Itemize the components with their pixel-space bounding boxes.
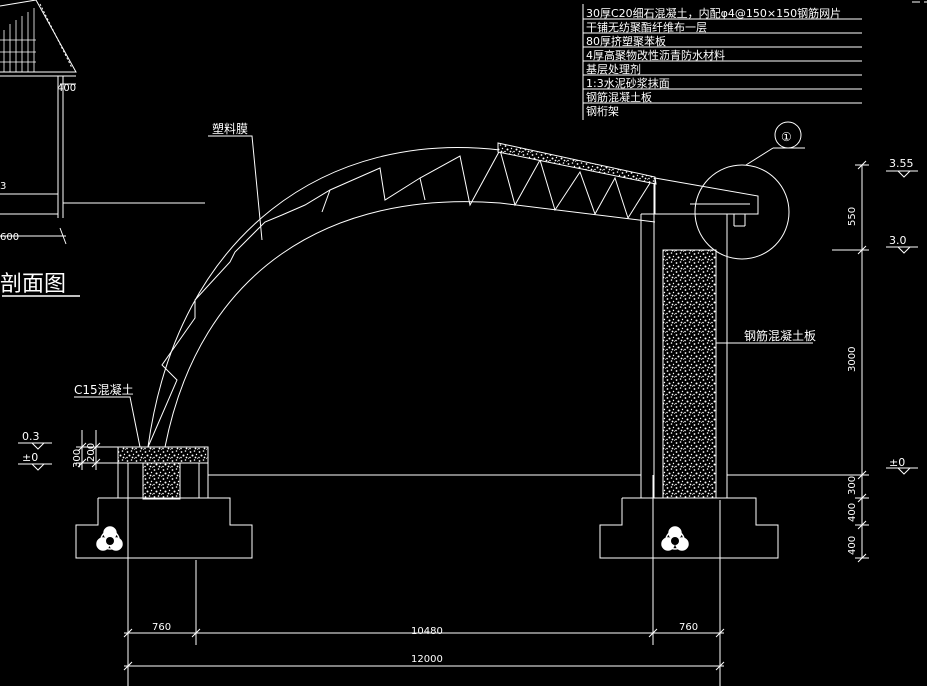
legend-layer-4: 4厚高聚物改性沥青防水材料: [586, 48, 725, 62]
elevation-0-3-left: 0.3: [22, 430, 40, 443]
inset-dimension-600: 600: [0, 232, 19, 243]
legend-layer-6: 1:3水泥砂浆抹面: [586, 76, 670, 90]
rc-slab-wall: [662, 249, 717, 499]
dim-550: 550: [847, 207, 858, 226]
dim-3000: 3000: [847, 347, 858, 372]
dim-200-left: 200: [86, 443, 97, 462]
left-footing: [75, 446, 253, 559]
plastic-film-label: 塑料膜: [212, 121, 248, 136]
dim-760-right: 760: [679, 622, 698, 633]
dim-400-b: 400: [847, 536, 858, 555]
rc-slab-label: 钢筋混凝土板: [744, 328, 816, 343]
legend-layer-8: 钢桁架: [586, 104, 619, 118]
detail-callout: [694, 121, 805, 260]
elevation-0-left: ±0: [22, 451, 38, 464]
leaders: [74, 135, 813, 448]
detail-mark-label: ①: [781, 130, 792, 144]
left-elevation-markers: [18, 430, 118, 471]
inset-building: [0, 0, 205, 297]
bottom-dim-lines: [123, 465, 725, 686]
right-pile-icon: [661, 526, 689, 551]
elevation-3-55: 3.55: [889, 157, 914, 170]
roof-slab: [497, 142, 759, 227]
inset-dimension-3: 3: [0, 181, 6, 192]
dim-300-left: 300: [72, 449, 83, 468]
steel-truss-arch: [147, 146, 656, 448]
legend-layer-2: 干铺无纺聚酯纤维布一层: [586, 20, 707, 34]
inset-dimension-400: 400: [57, 83, 76, 94]
c15-concrete-label: C15混凝土: [74, 382, 134, 397]
right-column: [640, 183, 728, 498]
dim-400-a: 400: [847, 503, 858, 522]
right-dim-chain: [832, 160, 869, 563]
legend-layer-7: 钢筋混凝土板: [586, 90, 652, 104]
dim-760-left: 760: [152, 622, 171, 633]
dim-300-right: 300: [847, 476, 858, 495]
elevation-0-right: ±0: [889, 456, 905, 469]
dim-12000: 12000: [411, 654, 443, 665]
legend-layer-3: 80厚挤塑聚苯板: [586, 34, 666, 48]
dim-10480: 10480: [411, 626, 443, 637]
layer-legend: [582, 4, 862, 120]
section-title: 剖面图: [0, 272, 66, 297]
legend-layer-5: 基层处理剂: [586, 62, 641, 76]
left-pile-icon: [96, 526, 123, 551]
elevation-3-0: 3.0: [889, 234, 907, 247]
elevation-markers: [886, 170, 918, 475]
legend-layer-1: 30厚C20细石混凝土，内配φ4@150×150钢筋网片: [586, 6, 841, 20]
right-footing: [599, 497, 779, 559]
